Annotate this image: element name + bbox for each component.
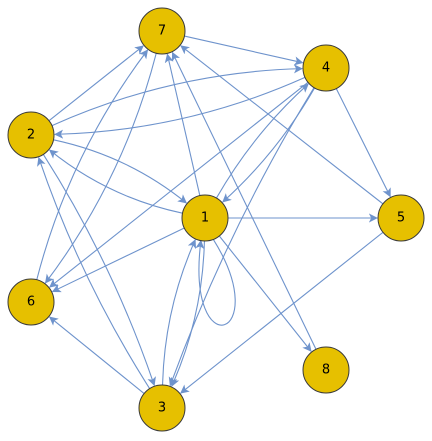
- node-7[interactable]: 7: [138, 7, 186, 55]
- node-8[interactable]: 8: [302, 346, 350, 394]
- node-circle: [7, 111, 55, 159]
- edge-2-to-3: [42, 154, 156, 387]
- edge-1-to-2: [48, 149, 183, 214]
- edge-1-to-4: [215, 83, 309, 199]
- edge-4-to-1: [222, 87, 316, 203]
- node-circle: [302, 44, 350, 92]
- node-circle: [302, 346, 350, 394]
- edge-2-to-1: [53, 139, 188, 204]
- edge-5-to-3: [180, 231, 384, 394]
- node-circle: [7, 278, 55, 326]
- node-5[interactable]: 5: [377, 194, 425, 242]
- edge-5-to-7: [180, 45, 384, 205]
- edge-7-to-4: [184, 35, 304, 66]
- node-label: 6: [27, 295, 35, 310]
- edge-4-to-3: [168, 87, 315, 387]
- node-6[interactable]: 6: [7, 278, 55, 326]
- edge-1-to-7: [164, 53, 201, 196]
- node-label: 2: [27, 128, 35, 143]
- edge-1-to-3: [170, 240, 205, 387]
- edge-4-to-6: [49, 81, 309, 288]
- edge-7-to-6: [44, 53, 157, 284]
- edges-layer: [36, 35, 391, 394]
- node-label: 1: [201, 211, 209, 226]
- node-label: 4: [322, 61, 330, 76]
- edge-3-to-2: [37, 156, 151, 389]
- edge-1-to-8: [218, 235, 312, 352]
- node-circle: [138, 384, 186, 432]
- node-1[interactable]: 1: [181, 194, 229, 242]
- node-4[interactable]: 4: [302, 44, 350, 92]
- node-label: 5: [397, 211, 405, 226]
- node-circle: [377, 194, 425, 242]
- node-label: 3: [158, 401, 166, 416]
- edge-2-to-7: [48, 45, 144, 122]
- node-circle: [181, 194, 229, 242]
- node-3[interactable]: 3: [138, 384, 186, 432]
- node-label: 7: [158, 24, 166, 39]
- edge-3-to-1: [162, 239, 197, 386]
- edge-8-to-7: [171, 51, 317, 350]
- edge-4-to-5: [335, 88, 391, 198]
- edge-6-to-7: [36, 49, 149, 280]
- edge-3-to-6: [48, 316, 145, 394]
- nodes-layer: 1 2 3 4 5 6 7 8: [7, 7, 425, 432]
- node-circle: [138, 7, 186, 55]
- node-2[interactable]: 2: [7, 111, 55, 159]
- edge-1-to-6: [51, 227, 185, 293]
- node-label: 8: [322, 363, 330, 378]
- edge-1-to-1: [195, 239, 236, 326]
